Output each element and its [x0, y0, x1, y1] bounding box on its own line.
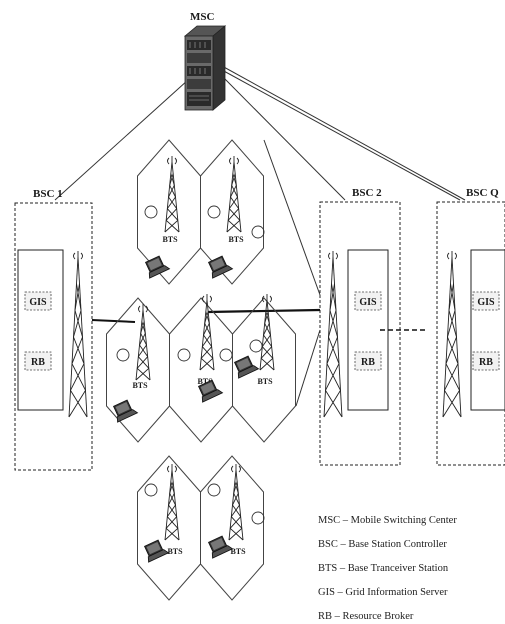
- link-bsc1-cluster: [91, 319, 136, 323]
- cell: BTS: [232, 294, 296, 443]
- tower-icon: [164, 156, 180, 233]
- bsc-controller-box: [470, 249, 505, 411]
- cluster-outline: [263, 139, 321, 407]
- link-msc-bscq-2: [221, 69, 461, 201]
- bsc-group: BSC 2 GIS RB: [319, 187, 401, 466]
- tower-icon: [135, 304, 151, 381]
- gis-module-label: GIS: [29, 297, 47, 308]
- laptop-icon: [233, 355, 260, 379]
- tower-icon: [323, 251, 343, 418]
- mobile-node: [251, 225, 265, 239]
- mobile-node: [144, 205, 158, 219]
- tower-icon: [228, 464, 244, 541]
- legend-item: BSC – Base Station Controller: [318, 539, 447, 550]
- mobile-node: [249, 339, 263, 353]
- bts-label: BTS: [197, 377, 213, 386]
- link-msc-bscq: [221, 65, 466, 201]
- cell: BTS: [200, 139, 265, 285]
- tower-icon: [226, 156, 242, 233]
- cell: BTS: [137, 139, 201, 285]
- tower-icon: [259, 294, 275, 371]
- msc-server: MSC: [183, 11, 227, 111]
- mobile-node: [116, 348, 130, 362]
- cell: BTS: [169, 294, 233, 443]
- bsc-label: BSC 2: [352, 187, 382, 199]
- legend-item: MSC – Mobile Switching Center: [318, 515, 457, 526]
- laptop-icon: [207, 535, 234, 559]
- link-cluster-bsc2: [207, 308, 321, 314]
- mobile-node: [207, 205, 221, 219]
- link-msc-bsc2: [219, 73, 346, 201]
- legend-item: GIS – Grid Information Server: [318, 587, 448, 598]
- bsc-groups: BSC 1 GIS RB BSC 2 GIS RB BSC Q GIS RB: [14, 187, 505, 471]
- mobile-node: [177, 348, 191, 362]
- cell-boundary: [232, 297, 296, 443]
- bts-label: BTS: [132, 381, 148, 390]
- backhaul-links: [91, 308, 428, 331]
- cell: BTS: [200, 455, 265, 601]
- mobile-node: [219, 348, 233, 362]
- legend-item: BTS – Base Tranceiver Station: [318, 563, 449, 574]
- bsc-boundary: [436, 201, 505, 466]
- bsc-label: BSC Q: [466, 187, 499, 199]
- tower-icon: [164, 464, 180, 541]
- bsc-group: BSC 1 GIS RB: [14, 188, 93, 471]
- gis-module: [472, 291, 500, 311]
- tower-icon: [442, 251, 462, 418]
- bsc-boundary: [14, 202, 93, 471]
- rb-module: [24, 351, 52, 371]
- legend: MSC – Mobile Switching Center BSC – Base…: [318, 515, 457, 622]
- bsc-controller-box: [17, 249, 64, 411]
- laptop-icon: [144, 255, 171, 279]
- bts-label: BTS: [162, 235, 178, 244]
- msc-label: MSC: [190, 11, 215, 23]
- msc-links: [54, 65, 466, 201]
- rb-module-label: RB: [361, 357, 375, 368]
- mobile-node: [207, 483, 221, 497]
- bts-label: BTS: [257, 377, 273, 386]
- rb-module-label: RB: [479, 357, 493, 368]
- cell: BTS: [137, 455, 201, 601]
- mobile-node: [251, 511, 265, 525]
- bts-label: BTS: [167, 547, 183, 556]
- cell-boundary: [200, 139, 264, 285]
- laptop-icon: [207, 255, 234, 279]
- mobile-node: [144, 483, 158, 497]
- tower-icon: [68, 251, 88, 418]
- link-msc-bsc1: [54, 79, 189, 201]
- bsc-boundary: [319, 201, 401, 466]
- cell: BTS: [106, 297, 170, 443]
- bts-label: BTS: [230, 547, 246, 556]
- gis-module-label: GIS: [477, 297, 495, 308]
- cell-boundary: [169, 297, 233, 443]
- laptop-icon: [143, 539, 170, 563]
- tower-icon: [199, 294, 215, 371]
- rb-module: [472, 351, 500, 371]
- cell-boundary: [200, 455, 264, 601]
- gis-module-label: GIS: [359, 297, 377, 308]
- cell-boundary: [137, 455, 201, 601]
- cell-grid: BTS BTS BTS BTS BTS BTS BTS: [106, 139, 321, 601]
- laptop-icon: [197, 379, 224, 403]
- bsc-group: BSC Q GIS RB: [436, 187, 505, 466]
- laptop-icon: [112, 399, 139, 423]
- bts-label: BTS: [228, 235, 244, 244]
- rb-module: [354, 351, 382, 371]
- bsc-label: BSC 1: [33, 188, 63, 200]
- legend-item: RB – Resource Broker: [318, 611, 414, 622]
- cell-boundary: [106, 297, 170, 443]
- server-icon: [183, 25, 227, 111]
- gis-module: [354, 291, 382, 311]
- rb-module-label: RB: [31, 357, 45, 368]
- gis-module: [24, 291, 52, 311]
